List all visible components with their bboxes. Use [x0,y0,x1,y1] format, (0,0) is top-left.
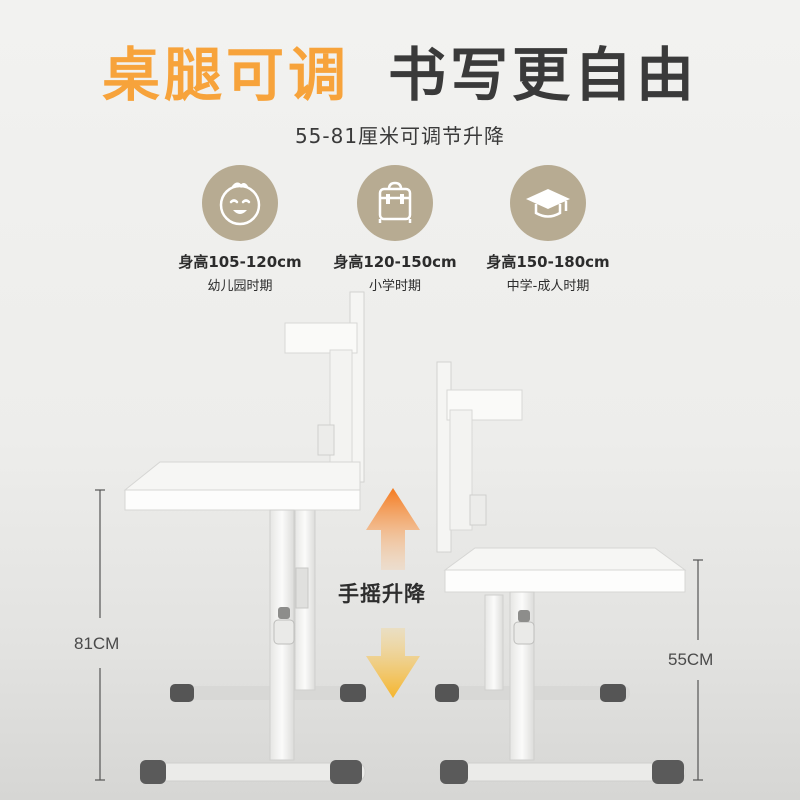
school-bag-icon [357,165,433,241]
height-label-low: 55CM [668,650,714,669]
stage-period: 幼儿园时期 [207,279,273,294]
raised-desk [123,291,366,784]
baby-face-icon [202,165,278,241]
stage-primary-school: 身高120-150cm 小学时期 [315,165,475,294]
stage-height: 身高120-150cm [333,253,457,271]
height-dimension-high [95,489,105,781]
height-dimension-low [693,559,703,781]
height-label-high: 81CM [74,634,120,653]
stage-height: 身高105-120cm [178,253,302,271]
arrow-up-icon [366,488,420,570]
lowered-desk [435,361,687,784]
headline-highlight: 桌腿可调 [101,41,350,109]
stage-period: 中学-成人时期 [506,279,590,294]
stage-adult: 身高150-180cm 中学-成人时期 [468,165,628,294]
headline-rest: 书写更自由 [388,41,699,109]
stage-kindergarten: 身高105-120cm 幼儿园时期 [160,165,320,294]
stage-period: 小学时期 [368,279,421,294]
stage-height: 身高150-180cm [486,253,610,271]
arrow-down-icon [366,628,420,698]
graduation-cap-icon [510,165,586,241]
subtitle: 55-81厘米可调节升降 [294,124,506,148]
crank-label: 手摇升降 [338,582,426,606]
headline: 桌腿可调书写更自由 [0,28,800,112]
